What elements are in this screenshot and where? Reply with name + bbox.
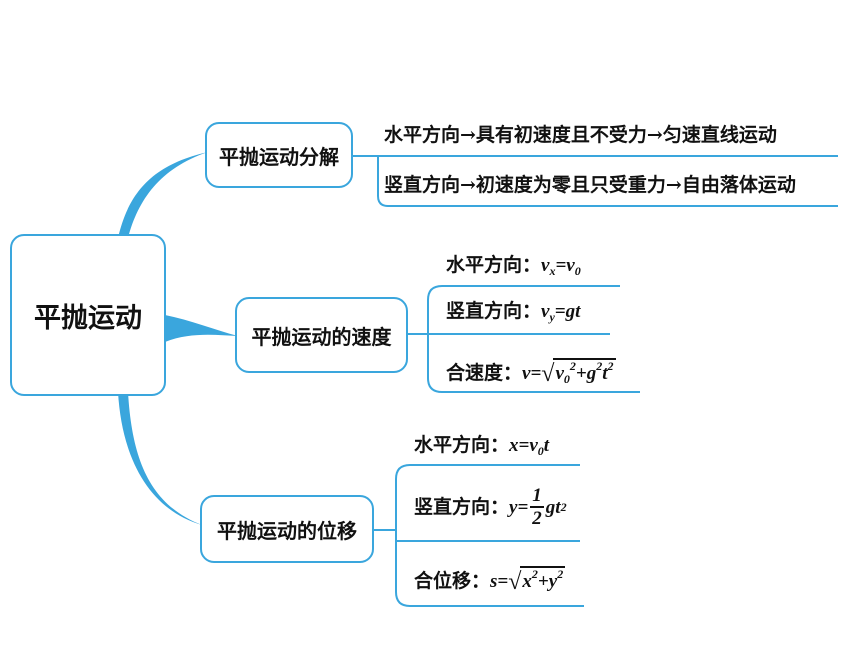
root-node: 平抛运动 [10,234,166,396]
math-operator: = [555,255,567,276]
math-symbol: v [541,301,550,322]
leaf-text: 竖直方向→初速度为零且只受重力→自由落体运动 [384,174,796,196]
connector-line [427,285,640,393]
math-superscript: 2 [569,359,576,373]
leaf-velocity-horizontal: 水平方向：vx=v0 [446,254,581,278]
math-operator: + [537,571,549,592]
math-subscript: 0 [537,444,544,458]
formula: s=√x2+y2 [490,566,566,595]
math-superscript: 2 [596,359,603,373]
math-symbol: gt [545,496,561,518]
branch-decomposition: 平抛运动分解 [205,122,353,188]
leaf-displacement-horizontal: 水平方向：x=v0t [414,434,550,458]
leaf-vertical-decomposition: 竖直方向→初速度为零且只受重力→自由落体运动 [384,176,796,195]
math-superscript: 2 [557,567,564,581]
fraction-denominator: 2 [532,508,542,529]
connector-line [395,464,584,607]
leaf-label: 水平方向： [414,434,510,456]
connector-root-to-displacement [118,392,202,525]
math-symbol: v [541,255,550,276]
math-operator: + [575,363,587,384]
branch-displacement: 平抛运动的位移 [200,495,374,563]
leaf-velocity-vertical: 竖直方向：vy=gt [446,300,581,324]
branch-label: 平抛运动的位移 [217,518,357,543]
leaf-text: 水平方向→具有初速度且不受力→匀速直线运动 [384,124,777,146]
branch-velocity: 平抛运动的速度 [235,297,408,373]
radicand: x2+y2 [520,566,566,592]
math-superscript: 2 [607,359,614,373]
leaf-label: 竖直方向： [446,300,542,322]
math-symbol: y [548,571,558,592]
math-operator: = [530,363,542,384]
math-symbol: t [543,435,550,456]
connector-line [377,156,838,207]
math-subscript: y [549,310,555,324]
leaf-label: 合位移： [414,570,491,592]
math-symbol: v [522,363,531,384]
formula: vy=gt [541,301,581,324]
math-symbol: y [509,496,518,518]
math-symbol: x [522,571,532,592]
leaf-label: 合速度： [446,362,523,384]
radicand: v02+g2t2 [553,358,616,386]
math-subscript: 0 [574,264,581,278]
leaf-displacement-resultant: 合位移：s=√x2+y2 [414,566,566,595]
math-symbol: v [529,435,538,456]
math-symbol: g [586,363,597,384]
math-superscript: 2 [560,500,567,514]
leaf-label: 竖直方向： [414,495,510,518]
math-superscript: 2 [531,567,538,581]
formula: x=v0t [509,435,550,458]
branch-label: 平抛运动分解 [219,144,339,169]
math-symbol: v [555,363,564,384]
math-subscript: 0 [563,372,570,386]
root-label: 平抛运动 [34,302,142,334]
connector-root-to-decomposition [118,152,208,238]
math-operator: = [554,301,566,322]
connector-root-to-velocity [165,315,238,342]
math-operator: = [518,435,530,456]
formula: vx=v0 [541,255,581,278]
sqrt-icon: √ [541,361,555,387]
math-symbol: gt [565,301,581,322]
math-symbol: t [602,363,608,384]
leaf-velocity-resultant: 合速度：v=√v02+g2t2 [446,358,616,386]
branch-label: 平抛运动的速度 [251,324,392,349]
math-operator: = [517,496,529,518]
math-symbol: v [566,255,575,276]
sqrt-icon: √ [508,569,522,595]
fraction-numerator: 1 [530,485,544,508]
leaf-label: 水平方向： [446,254,542,276]
math-operator: = [497,571,509,592]
math-symbol: x [509,435,519,456]
formula: v=√v02+g2t2 [522,358,616,387]
leaf-horizontal-decomposition: 水平方向→具有初速度且不受力→匀速直线运动 [384,126,777,145]
math-subscript: x [549,264,556,278]
math-symbol: s [490,571,498,592]
